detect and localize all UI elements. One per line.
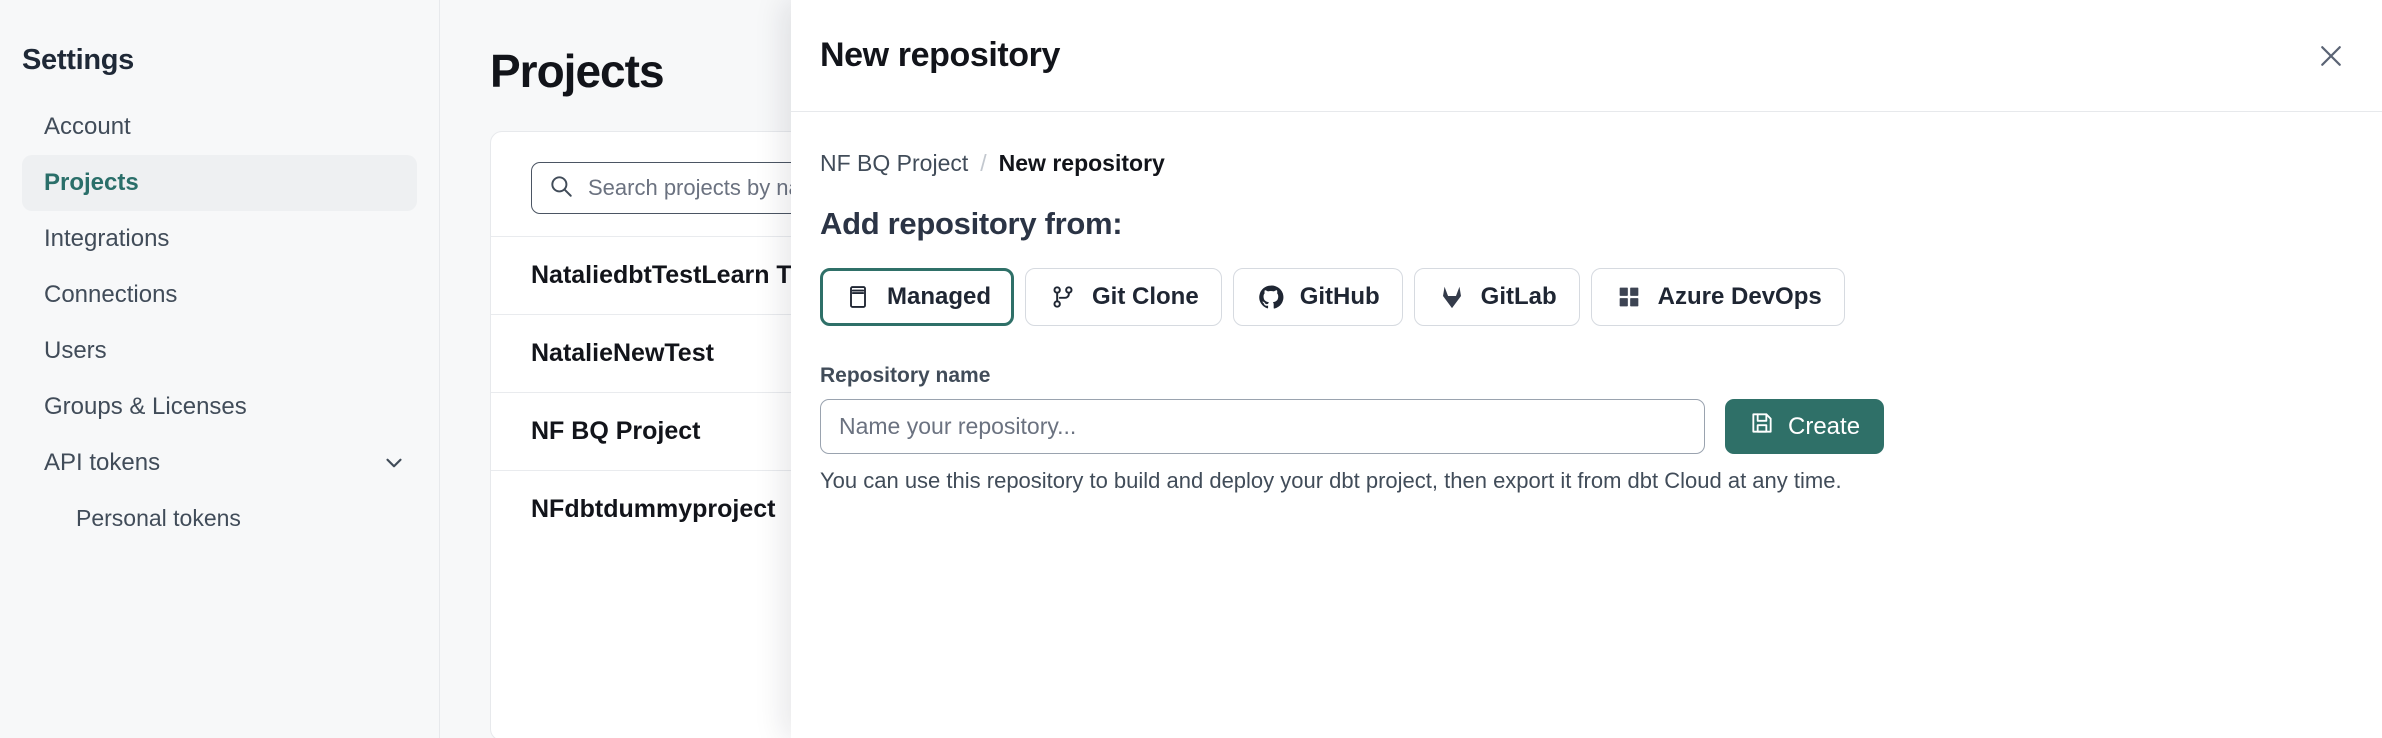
source-option-label: GitLab [1480, 283, 1557, 310]
sidebar-item-users[interactable]: Users [22, 323, 417, 379]
sidebar-title: Settings [22, 44, 134, 76]
project-name: NFdbtdummyproject [531, 495, 776, 523]
git-branch-icon [1048, 282, 1078, 312]
sidebar-item-projects[interactable]: Projects [22, 155, 417, 211]
sidebar-item-label: Account [44, 113, 131, 140]
sidebar-item-groups-licenses[interactable]: Groups & Licenses [22, 379, 417, 435]
azure-devops-icon [1614, 282, 1644, 312]
source-option-git-clone[interactable]: Git Clone [1025, 268, 1222, 326]
repository-name-label: Repository name [820, 364, 991, 387]
project-name: NF BQ Project [531, 417, 701, 445]
sidebar-item-label: API tokens [44, 449, 161, 476]
breadcrumb: NF BQ Project / New repository [820, 150, 2353, 177]
repository-helper-text: You can use this repository to build and… [820, 468, 1842, 493]
sidebar-item-label: Personal tokens [76, 505, 241, 531]
project-name: NatalieNewTest [531, 339, 714, 367]
modal-header: New repository [791, 0, 2382, 112]
source-option-azure-devops[interactable]: Azure DevOps [1590, 268, 1845, 326]
sidebar-item-connections[interactable]: Connections [22, 267, 417, 323]
source-option-label: Managed [887, 283, 992, 310]
sidebar-item-label: Integrations [44, 225, 170, 252]
add-repository-from-heading: Add repository from: [820, 206, 1123, 241]
repository-name-input[interactable] [820, 399, 1705, 454]
modal-title: New repository [820, 36, 1061, 74]
repository-name-row: Create [820, 399, 2353, 454]
gitlab-icon [1437, 282, 1467, 312]
github-icon [1256, 282, 1286, 312]
source-option-label: Git Clone [1092, 283, 1199, 310]
create-button[interactable]: Create [1725, 399, 1885, 454]
sidebar-item-label: Groups & Licenses [44, 393, 247, 420]
create-button-label: Create [1788, 412, 1861, 440]
source-option-label: Azure DevOps [1657, 283, 1822, 310]
modal-body: NF BQ Project / New repository Add repos… [791, 112, 2382, 738]
sidebar-item-personal-tokens[interactable]: Personal tokens [22, 491, 417, 546]
chevron-down-icon[interactable] [381, 450, 407, 476]
source-option-label: GitHub [1299, 283, 1380, 310]
sidebar-item-label: Projects [44, 169, 139, 196]
breadcrumb-parent-link[interactable]: NF BQ Project [820, 150, 969, 176]
source-option-github[interactable]: GitHub [1232, 268, 1403, 326]
sidebar-item-api-tokens[interactable]: API tokens [22, 435, 417, 491]
source-option-gitlab[interactable]: GitLab [1413, 268, 1580, 326]
save-icon [1749, 410, 1775, 443]
sidebar-item-integrations[interactable]: Integrations [22, 211, 417, 267]
search-icon [548, 173, 574, 204]
repository-source-options: Managed Git Clone GitHub GitLab Azure DevOps [820, 268, 2353, 326]
close-icon[interactable] [2310, 35, 2352, 77]
breadcrumb-current: New repository [998, 150, 1165, 176]
page-title: Projects [490, 45, 665, 97]
source-option-managed[interactable]: Managed [820, 268, 1015, 326]
managed-repo-icon [843, 282, 873, 312]
project-name: NataliedbtTestLearn T [531, 261, 792, 289]
sidebar-item-account[interactable]: Account [22, 99, 417, 155]
sidebar-item-label: Connections [44, 281, 178, 308]
breadcrumb-separator: / [980, 150, 987, 176]
sidebar-item-label: Users [44, 337, 107, 364]
new-repository-modal: New repository NF BQ Project / New repos… [791, 0, 2382, 738]
